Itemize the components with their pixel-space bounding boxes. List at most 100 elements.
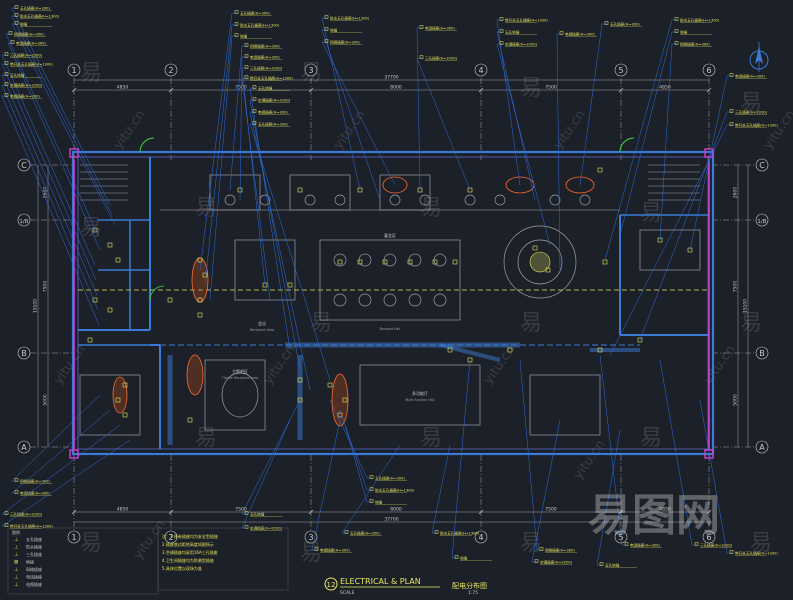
grid-label: B <box>21 349 27 358</box>
callout-label: 地插 <box>375 500 383 505</box>
callout-label: 带开关五孔插座(H=1300) <box>735 551 778 556</box>
outlet-symbol <box>452 259 458 265</box>
callout-label: 网络插座(H=300) <box>330 40 360 45</box>
callout-label: 网络插座(H=300) <box>545 548 575 553</box>
callout-symbol <box>10 40 15 44</box>
watermark-char: 易 <box>750 531 772 556</box>
callout-label: 三孔插座(H=2200) <box>735 110 768 115</box>
beam <box>439 343 501 362</box>
room-label-right: 多功能厅 <box>412 390 428 396</box>
callout-leader <box>204 24 237 286</box>
grid-label: C <box>759 161 765 170</box>
outlet-symbol <box>115 397 121 403</box>
callout-label: 带开关五孔插座(H=1300) <box>735 123 778 128</box>
dimension-text: 7500 <box>235 507 247 513</box>
callout-symbol <box>244 65 249 69</box>
grid-bubble <box>67 63 81 77</box>
callout-symbol <box>604 21 609 25</box>
outlet-symbol <box>357 187 363 193</box>
outlet-symbol <box>197 257 203 263</box>
dimension-text: 7500 <box>545 85 557 91</box>
dimension-text: 7500 <box>235 85 247 91</box>
callout-leader <box>321 17 361 191</box>
outlet-symbol <box>87 337 93 343</box>
callout-symbol <box>369 487 374 491</box>
grid-bubble <box>164 63 178 77</box>
grid-bubble <box>702 530 716 544</box>
callout-symbol <box>4 61 9 65</box>
callout-leader <box>531 419 561 563</box>
callout-leader <box>431 444 451 534</box>
dimension-text: 4850 <box>659 85 671 91</box>
callout-label: 防水五孔插座(H=1300) <box>240 23 280 28</box>
room-label-lounge: 主题吧区 <box>232 368 248 374</box>
callout-leader <box>689 75 732 251</box>
dimension-text: 8000 <box>390 507 402 513</box>
dimension-tick <box>308 509 314 515</box>
legend-label: 五孔插座 <box>26 536 42 542</box>
callout-leader <box>451 359 471 559</box>
watermark-char: 易 <box>520 76 542 101</box>
callout-symbol <box>454 555 459 559</box>
callout-label: 电话插座(H=300) <box>16 41 46 46</box>
dimension-text: 7500 <box>43 281 49 293</box>
grid-label: 5 <box>618 66 623 75</box>
grid-label: A <box>759 443 765 452</box>
watermark-char: 易 <box>740 311 762 336</box>
callout-label: 五孔插座(H=300) <box>350 531 380 536</box>
callout-label: 电话插座(H=300) <box>630 543 660 548</box>
callout-label: 空调插座(H=2200) <box>258 98 291 103</box>
callout-label: 电视插座(H=300) <box>320 548 350 553</box>
dimension-tick <box>478 509 484 515</box>
outlet-symbol <box>202 272 208 278</box>
callout-leader <box>604 19 677 261</box>
stairs-right <box>648 164 700 201</box>
callout-label: 地插 <box>20 22 28 27</box>
grid-label: 3 <box>308 533 313 542</box>
callout-symbol <box>419 25 424 29</box>
callout-leader <box>249 87 291 351</box>
furniture-layer <box>79 174 701 436</box>
room-label-lounge-sub: Theme Reception Area <box>221 376 258 380</box>
callout-symbol <box>244 525 249 529</box>
callout-symbol <box>14 21 19 25</box>
outlet-symbol <box>197 297 203 303</box>
outlet-symbol <box>507 347 513 353</box>
watermark-char: 易 <box>520 531 542 556</box>
callout-leader <box>11 15 113 216</box>
drawing-title: ELECTRICAL & PLAN <box>340 577 421 586</box>
callout-label: 电视插座(H=300) <box>10 94 40 99</box>
callout-symbol <box>419 55 424 59</box>
callout-symbol <box>14 490 19 494</box>
callout-label: 五孔插座(H=300) <box>20 6 50 11</box>
grid-bubble <box>67 530 81 544</box>
callout-symbol <box>694 542 699 546</box>
callout-leader <box>11 409 111 494</box>
outlet-symbol <box>597 167 603 173</box>
grid-bubble <box>17 158 31 172</box>
grid-bubble <box>755 346 769 360</box>
callout-leader <box>619 31 677 236</box>
callout-symbol <box>244 511 249 515</box>
legend-symbol: ⊥ <box>14 567 18 573</box>
dimension-tick <box>478 87 484 93</box>
dimension-total: 37700 <box>384 517 398 523</box>
door-swing <box>619 137 635 153</box>
outlet-symbol <box>597 347 603 353</box>
callout-symbol <box>252 97 257 101</box>
callout-leader <box>496 19 521 186</box>
callout-symbol <box>499 17 504 21</box>
watermark-char: 易 <box>310 311 332 336</box>
dimension-tick <box>168 509 174 515</box>
outlet-symbol <box>92 297 98 303</box>
drawing-title-cn: 配电分布图 <box>452 581 487 590</box>
callout-label: 五孔地插 <box>10 73 25 78</box>
dimension-text: 2600 <box>43 187 49 199</box>
callout-symbol <box>499 41 504 45</box>
legend-symbol: ⊠ <box>14 560 18 566</box>
callout-leader <box>11 23 116 226</box>
callout-leader <box>1 424 121 515</box>
callout-symbol <box>729 122 734 126</box>
callout-label: 防水五孔插座(H=1300) <box>20 14 60 19</box>
